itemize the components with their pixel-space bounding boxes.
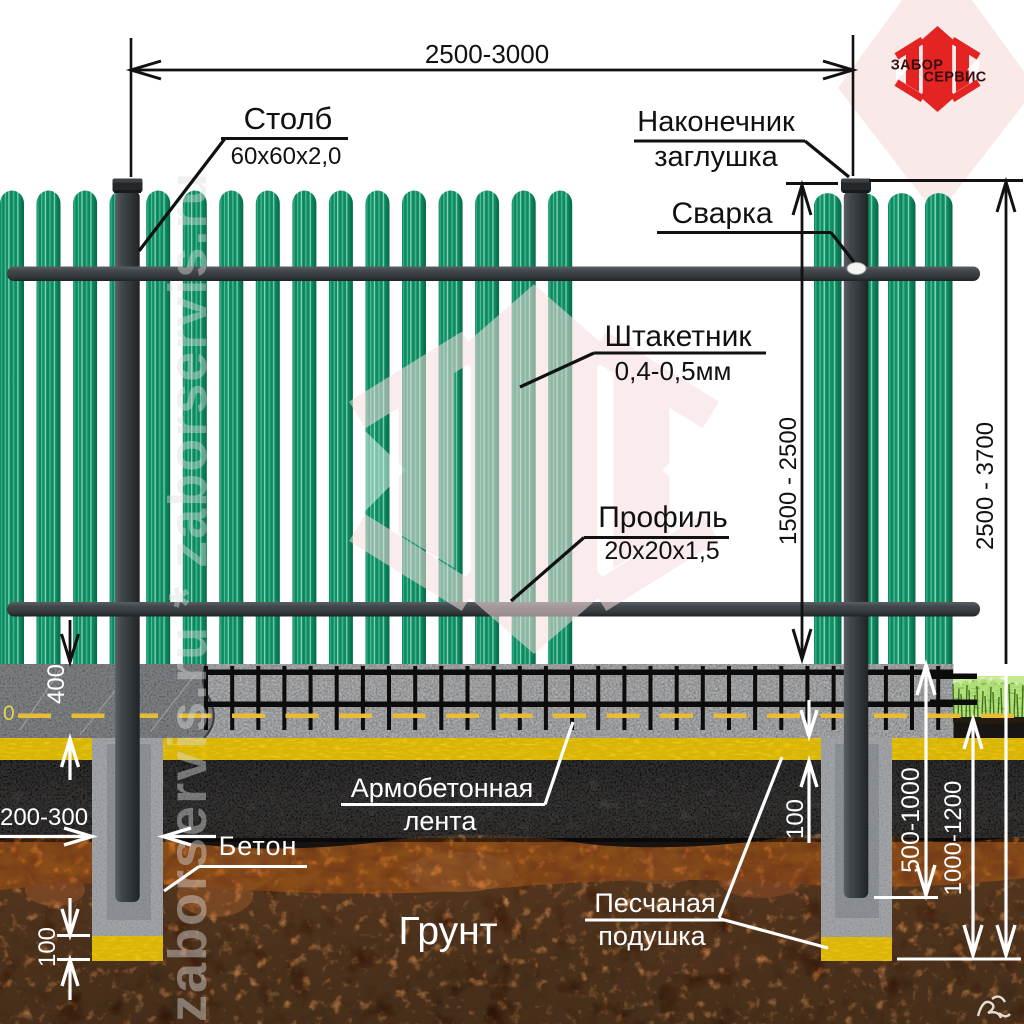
svg-text:zaborservis.ru * zaborservis.r: zaborservis.ru * zaborservis.ru — [158, 171, 218, 1022]
svg-text:2500-3000: 2500-3000 — [425, 39, 549, 69]
svg-text:60х60х2,0: 60х60х2,0 — [231, 143, 342, 170]
svg-text:Штакетник: Штакетник — [605, 320, 753, 353]
svg-text:20х20х1,5: 20х20х1,5 — [604, 537, 719, 565]
svg-text:0,4-0,5мм: 0,4-0,5мм — [615, 356, 732, 386]
svg-text:лента: лента — [404, 806, 478, 836]
svg-text:Сварка: Сварка — [671, 197, 772, 230]
svg-text:Столб: Столб — [244, 101, 333, 136]
svg-text:2500 - 3700: 2500 - 3700 — [972, 422, 999, 550]
svg-text:заглушка: заглушка — [654, 141, 778, 173]
svg-text:Песчаная: Песчаная — [594, 888, 715, 918]
svg-text:Наконечник: Наконечник — [637, 106, 795, 138]
svg-text:200-300: 200-300 — [0, 804, 88, 831]
svg-text:ЗАБОР: ЗАБОР — [891, 58, 943, 74]
svg-text:подушка: подушка — [598, 921, 706, 951]
svg-text:Грунт: Грунт — [398, 910, 497, 953]
svg-text:Армобетонная: Армобетонная — [351, 773, 533, 803]
svg-text:100: 100 — [34, 927, 61, 967]
svg-text:400: 400 — [43, 664, 70, 704]
svg-text:Профиль: Профиль — [598, 501, 728, 534]
svg-text:1500 - 2500: 1500 - 2500 — [775, 417, 802, 545]
svg-text:Бетон: Бетон — [219, 831, 298, 861]
svg-text:СЕРВИС: СЕРВИС — [924, 70, 987, 86]
svg-text:500-1000: 500-1000 — [897, 767, 925, 873]
svg-text:1000-1200: 1000-1200 — [940, 781, 967, 896]
svg-text:zaborservis.ru * zaborservis.r: zaborservis.ru * zaborservis.ru — [158, 171, 218, 1022]
svg-text:100: 100 — [782, 799, 809, 839]
svg-text:0: 0 — [3, 702, 15, 725]
